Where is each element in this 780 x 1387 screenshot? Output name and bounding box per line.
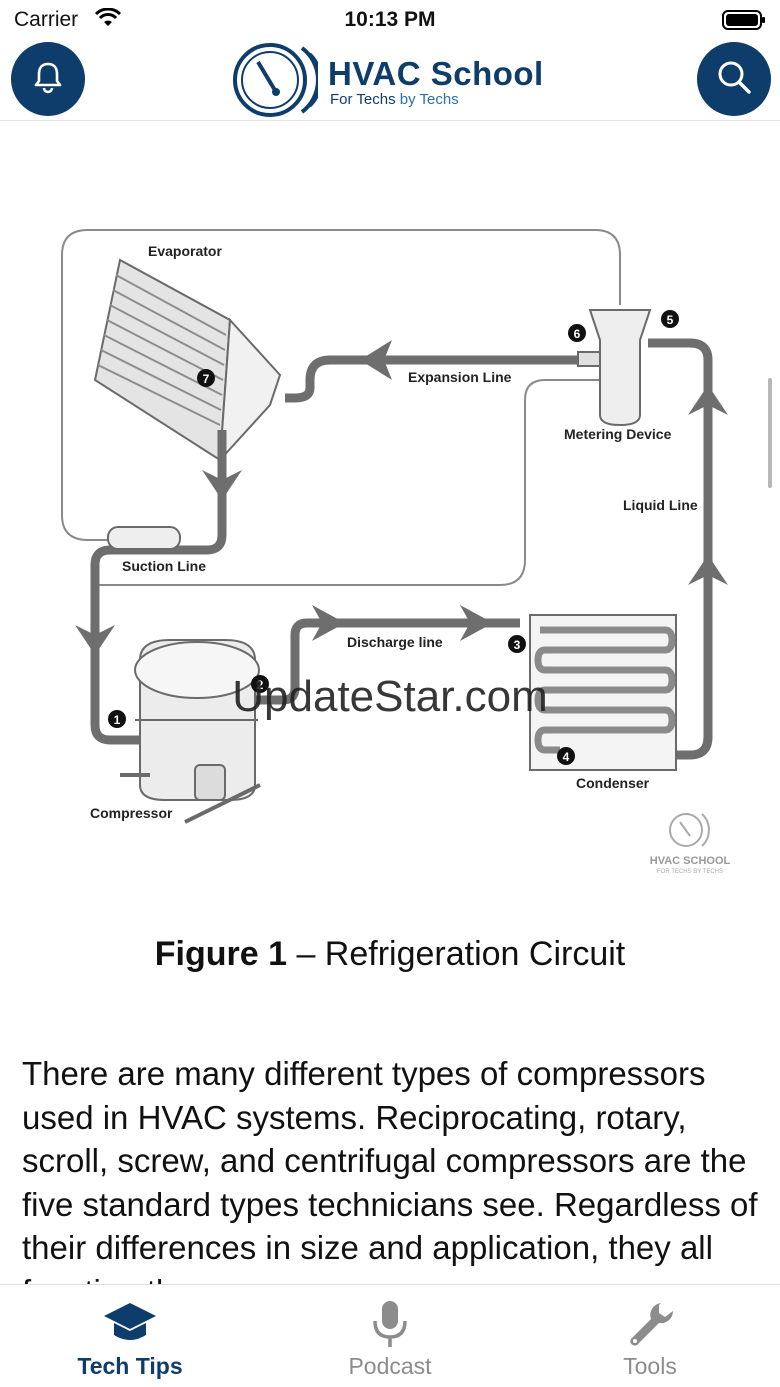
label-suction-line: Suction Line bbox=[122, 558, 206, 574]
evaporator-coil bbox=[93, 258, 282, 463]
article-paragraph: There are many different types of compre… bbox=[22, 1055, 758, 1284]
control-wire-2 bbox=[96, 379, 600, 586]
battery-icon bbox=[722, 10, 766, 35]
liquid-line-pipe bbox=[540, 338, 713, 760]
tab-tools[interactable]: Tools bbox=[520, 1285, 780, 1387]
search-icon bbox=[715, 58, 753, 101]
scrollbar[interactable] bbox=[768, 378, 772, 488]
app-logo: HVAC School For Techs by Techs bbox=[232, 40, 544, 125]
svg-text:4: 4 bbox=[563, 750, 570, 764]
label-expansion-line: Expansion Line bbox=[408, 369, 512, 385]
graduation-cap-icon bbox=[102, 1299, 158, 1352]
expansion-line-pipe bbox=[285, 355, 600, 403]
drier bbox=[107, 526, 181, 550]
svg-text:FOR TECHS BY TECHS: FOR TECHS BY TECHS bbox=[657, 869, 723, 875]
bell-icon bbox=[30, 59, 66, 100]
gauge-logo-icon bbox=[232, 40, 323, 125]
label-evaporator: Evaporator bbox=[148, 243, 222, 259]
microphone-icon bbox=[370, 1299, 410, 1354]
logo-subtitle: For Techs by Techs bbox=[330, 91, 459, 108]
tab-bar: Tech Tips Podcast Tools bbox=[0, 1284, 780, 1387]
svg-text:6: 6 bbox=[574, 327, 581, 341]
discharge-line-pipe bbox=[250, 618, 520, 705]
search-button[interactable] bbox=[697, 42, 771, 116]
status-time: 10:13 PM bbox=[344, 8, 436, 31]
wrench-icon bbox=[625, 1299, 675, 1354]
control-wire bbox=[61, 229, 621, 541]
tab-label-podcast: Podcast bbox=[348, 1353, 432, 1379]
label-discharge-line: Discharge line bbox=[347, 634, 443, 650]
wifi-icon bbox=[94, 7, 122, 33]
svg-text:3: 3 bbox=[514, 638, 521, 652]
notifications-button[interactable] bbox=[11, 42, 85, 116]
tab-label-tech-tips: Tech Tips bbox=[77, 1353, 183, 1379]
refrigeration-circuit-diagram: 1 2 3 4 5 6 7 Evaporator Expansion Line … bbox=[0, 200, 780, 890]
tab-label-tools: Tools bbox=[623, 1353, 677, 1379]
svg-text:7: 7 bbox=[203, 372, 210, 386]
svg-text:HVAC SCHOOL: HVAC SCHOOL bbox=[650, 855, 731, 867]
svg-text:2: 2 bbox=[257, 678, 264, 692]
flow-arrows bbox=[75, 340, 728, 655]
tab-tech-tips[interactable]: Tech Tips bbox=[0, 1285, 260, 1387]
compressor bbox=[120, 639, 261, 824]
svg-text:1: 1 bbox=[114, 713, 121, 727]
label-condenser: Condenser bbox=[576, 775, 650, 791]
svg-text:5: 5 bbox=[667, 313, 674, 327]
suction-line-pipe bbox=[90, 430, 227, 745]
label-compressor: Compressor bbox=[90, 805, 173, 821]
condenser bbox=[529, 614, 677, 771]
tab-podcast[interactable]: Podcast bbox=[260, 1285, 520, 1387]
watermark-text: UpdateStar.com bbox=[232, 672, 548, 721]
label-metering-device: Metering Device bbox=[564, 426, 672, 442]
logo-title: HVAC School bbox=[328, 55, 544, 92]
figure-caption: Figure 1 – Refrigeration Circuit bbox=[154, 935, 626, 973]
status-bar: Carrier 10:13 PM bbox=[0, 0, 780, 40]
carrier-label: Carrier bbox=[14, 8, 79, 31]
hvac-school-mark: HVAC SCHOOL FOR TECHS BY TECHS bbox=[650, 813, 731, 875]
label-liquid-line: Liquid Line bbox=[623, 497, 698, 513]
metering-device bbox=[577, 309, 652, 427]
app-header: HVAC School For Techs by Techs bbox=[0, 40, 780, 121]
step-badges: 1 2 3 4 5 6 7 bbox=[108, 310, 679, 765]
